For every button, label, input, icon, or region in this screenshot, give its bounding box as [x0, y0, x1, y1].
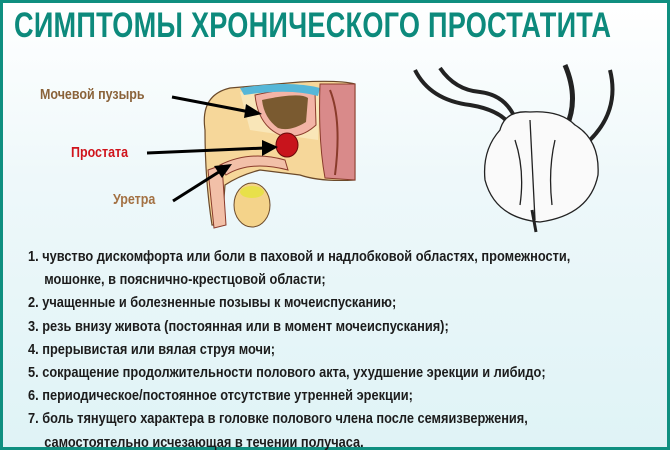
symptom-item: 1. чувство дискомфорта или боли в пахово…	[28, 245, 655, 291]
symptom-item: 5. сокращение продолжительности полового…	[28, 361, 655, 384]
label-urethra: Уретра	[113, 192, 156, 208]
symptom-line: 2. учащенные и болезненные позывы к моче…	[28, 294, 397, 312]
symptom-item: 4. прерывистая или вялая струя мочи;	[28, 338, 655, 361]
arrows	[146, 95, 278, 203]
symptom-line: 5. сокращение продолжительности полового…	[28, 363, 546, 381]
anatomy-illustrations	[146, 64, 615, 233]
pelvis-cross-section-illustration	[203, 80, 356, 229]
symptom-line: мошонке, в пояснично-крестцовой области;	[44, 271, 326, 289]
prostate-anatomical-drawing	[413, 64, 615, 233]
page-title: СИМПТОМЫ ХРОНИЧЕСКОГО ПРОСТАТИТА	[14, 6, 612, 45]
label-prostate: Простата	[71, 145, 129, 161]
symptoms-list: 1. чувство дискомфорта или боли в пахово…	[28, 245, 655, 454]
symptom-line: самостоятельно исчезающая в течении полу…	[44, 433, 364, 451]
symptom-item: 3. резь внизу живота (постоянная или в м…	[28, 315, 655, 338]
symptom-line: 3. резь внизу живота (постоянная или в м…	[28, 317, 449, 335]
label-bladder: Мочевой пузырь	[40, 87, 145, 103]
symptom-item: 7. боль тянущего характера в головке пол…	[28, 407, 655, 453]
symptom-line: 6. периодическое/постоянное отсутствие у…	[28, 387, 413, 405]
symptom-item: 6. периодическое/постоянное отсутствие у…	[28, 384, 655, 407]
symptom-item: 2. учащенные и болезненные позывы к моче…	[28, 291, 655, 314]
symptom-line: 4. прерывистая или вялая струя мочи;	[28, 340, 276, 358]
symptom-line: 7. боль тянущего характера в головке пол…	[28, 410, 528, 428]
symptom-line: 1. чувство дискомфорта или боли в пахово…	[28, 248, 571, 265]
